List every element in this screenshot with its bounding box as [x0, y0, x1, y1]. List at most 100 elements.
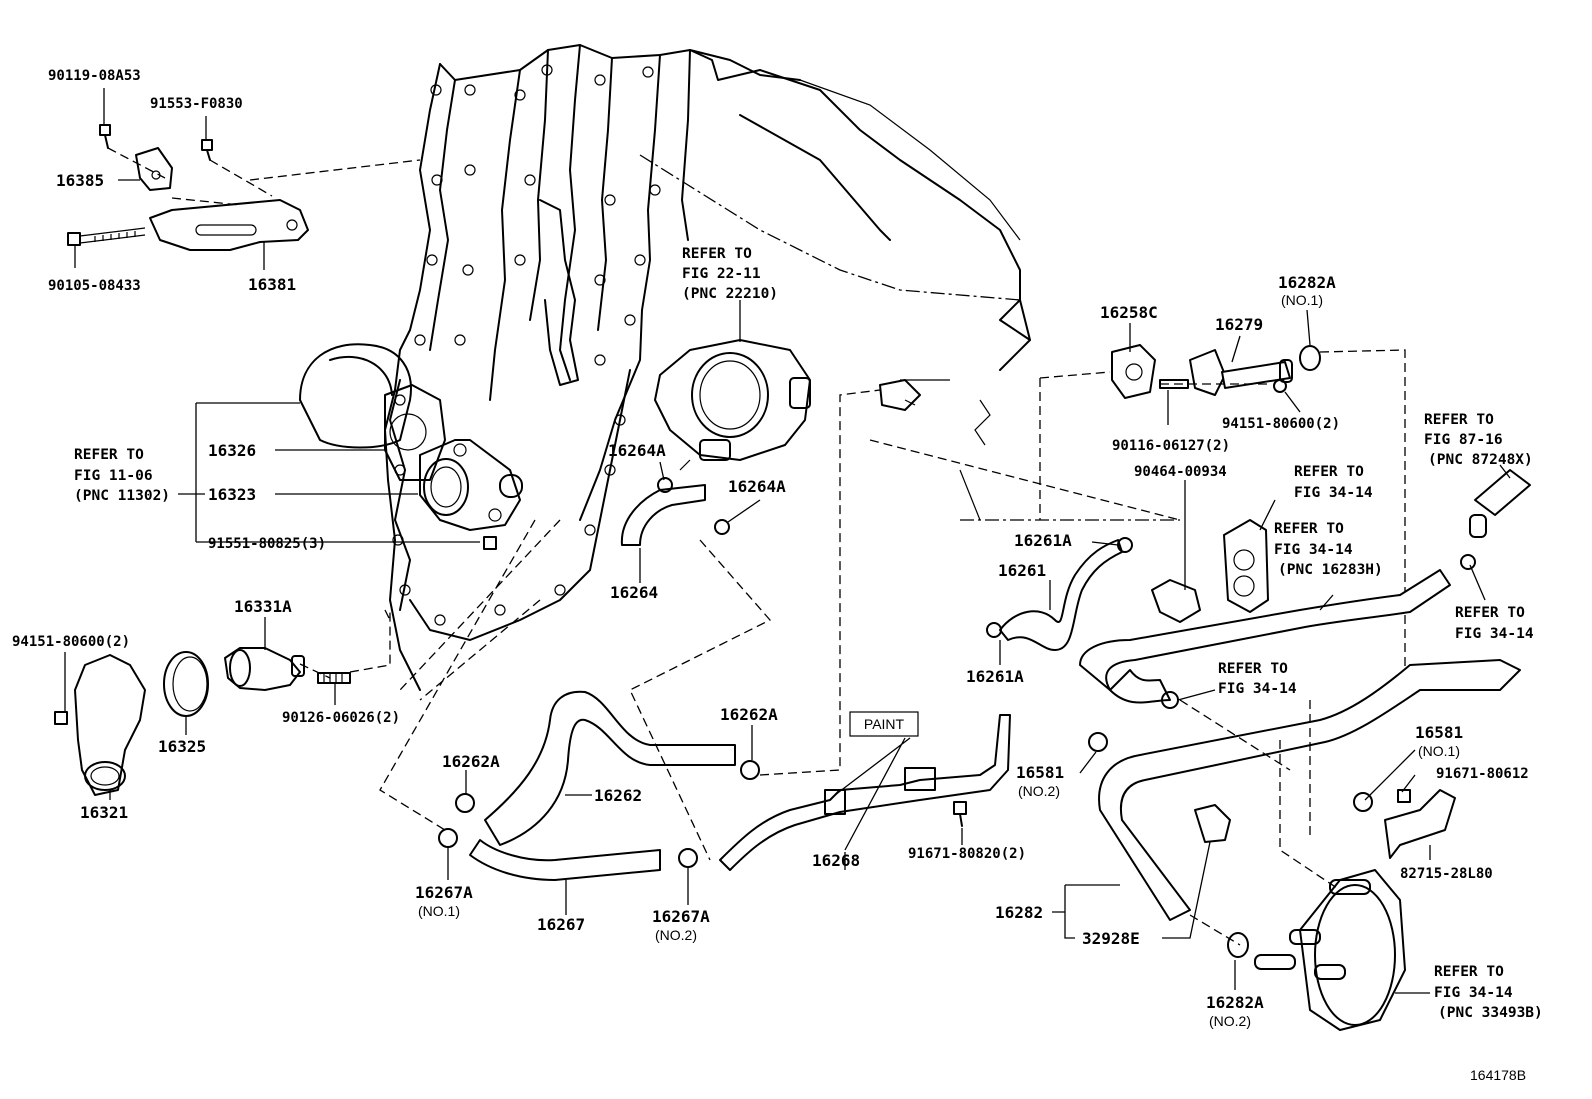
bolt-90105-icon [67, 227, 146, 246]
label-16262a-1: 16262A [720, 705, 778, 724]
clamp-32928e-icon [1194, 804, 1231, 843]
label-16264: 16264 [610, 583, 658, 602]
clamp-16262a-icon [455, 760, 760, 813]
label-16268: 16268 [812, 851, 860, 870]
label-16325: 16325 [158, 737, 206, 756]
bracket-16381-icon [149, 199, 309, 251]
hose-16261-icon [999, 539, 1123, 651]
plate-16385-icon [135, 147, 173, 191]
middle-dash-guides [629, 389, 1181, 861]
pipe-16279-icon [1189, 349, 1293, 396]
label-16282a-2: 16282A [1206, 993, 1264, 1012]
label-16381: 16381 [248, 275, 296, 294]
label-16385: 16385 [56, 171, 104, 190]
label-16267a-1: 16267A [415, 883, 473, 902]
paint-label: PAINT [864, 716, 905, 732]
label-90126-06026: 90126-06026(2) [282, 710, 400, 726]
pipe-16268-icon [719, 714, 1011, 871]
connector-icon [879, 379, 921, 411]
diagram-code: 164178B [1470, 1067, 1526, 1083]
label-16261a-1: 16261A [1014, 531, 1072, 550]
bolt-91551-icon [483, 536, 497, 550]
label-16264a-2: 16264A [728, 477, 786, 496]
water-inlet-group [54, 384, 523, 796]
label-16261: 16261 [998, 561, 1046, 580]
hose-16282-upper-icon [1079, 569, 1451, 691]
nut-94151-icon [1273, 379, 1287, 393]
label-16321: 16321 [80, 803, 128, 822]
timing-chain-cover [299, 44, 1031, 691]
bolt-91553-icon [201, 139, 213, 161]
clamp-16282a-icon [1299, 345, 1321, 371]
label-16581-no1-sub: (NO.1) [1418, 743, 1460, 759]
label-16282a-1-sub: (NO.1) [1281, 292, 1323, 308]
clamp-16264a-icon [657, 477, 730, 535]
housing-16323-icon [419, 439, 521, 531]
refer-22-11-line3: (PNC 22210) [682, 286, 778, 302]
refer-22-11-line1: REFER TO [682, 246, 752, 262]
label-16267a-2-sub: (NO.2) [655, 927, 697, 943]
refer-11-06-line2: FIG 11-06 [74, 468, 153, 484]
cover-16283h-icon [1223, 519, 1269, 613]
hose-16282-bend-icon [1109, 669, 1171, 704]
label-16282a-1: 16282A [1278, 273, 1336, 292]
refer-34-14-e-line2: FIG 34-14 [1434, 985, 1513, 1001]
water-inlet-16321-icon [54, 654, 146, 796]
label-16581-no2: 16581 [1016, 763, 1064, 782]
label-90116-06127: 90116-06127(2) [1112, 438, 1230, 454]
inlet-dash-guides-2 [379, 519, 561, 831]
stud-90126-icon [317, 672, 351, 684]
clamp-90464-icon [1151, 579, 1201, 623]
label-16267a-2: 16267A [652, 907, 710, 926]
label-16267: 16267 [537, 915, 585, 934]
label-94151-80600-right: 94151-80600(2) [1222, 416, 1340, 432]
label-16282a-2-sub: (NO.2) [1209, 1013, 1251, 1029]
refer-notes: REFER TO FIG 11-06 (PNC 11302) REFER TO … [74, 246, 1543, 1021]
bracket-82715-icon [1384, 789, 1456, 859]
label-16323: 16323 [208, 485, 256, 504]
refer-34-14-e-line3: (PNC 33493B) [1438, 1005, 1543, 1021]
label-16262: 16262 [594, 786, 642, 805]
bolt-91671-80612-icon [1397, 789, 1411, 803]
refer-34-14-e-line1: REFER TO [1434, 964, 1504, 980]
bolt-91671-80820-icon [953, 801, 967, 827]
label-91671-80820: 91671-80820(2) [908, 846, 1026, 862]
thermostat-16331a-icon [224, 647, 305, 691]
oil-cooler-33493b-icon [1254, 869, 1406, 1031]
label-16279: 16279 [1215, 315, 1263, 334]
clamp-16581-icon [1088, 732, 1373, 812]
label-91553-f0830: 91553-F0830 [150, 96, 243, 112]
part-labels: 90119-08A53 91553-F0830 16385 90105-0843… [12, 68, 1529, 1029]
cylinder-head-outline [689, 49, 1031, 521]
label-94151-80600-left: 94151-80600(2) [12, 634, 130, 650]
refer-22-11-line2: FIG 22-11 [682, 266, 761, 282]
hose-16267-icon [469, 839, 661, 881]
label-90464-00934: 90464-00934 [1134, 464, 1227, 480]
label-90119-08a53: 90119-08A53 [48, 68, 141, 84]
head-centerline [639, 154, 1021, 301]
inlet-dash-guides [299, 609, 391, 679]
refer-34-14-b-line3: (PNC 16283H) [1278, 562, 1383, 578]
label-16261a-2: 16261A [966, 667, 1024, 686]
label-16258c: 16258C [1100, 303, 1158, 322]
label-16264a-1: 16264A [608, 441, 666, 460]
label-16581-no1: 16581 [1415, 723, 1463, 742]
label-16282: 16282 [995, 903, 1043, 922]
refer-11-06-line1: REFER TO [74, 447, 144, 463]
right-top-dash-guides [1039, 349, 1406, 700]
label-82715-28l80: 82715-28L80 [1400, 866, 1493, 882]
label-16581-no2-sub: (NO.2) [1018, 783, 1060, 799]
gasket-16325-icon [163, 651, 209, 717]
connector-87248x-icon [1469, 469, 1531, 538]
label-91671-80612: 91671-80612 [1436, 766, 1529, 782]
refer-34-14-d-line2: FIG 34-14 [1218, 681, 1297, 697]
label-16267a-1-sub: (NO.1) [418, 903, 460, 919]
refer-34-14-c-line2: FIG 34-14 [1455, 626, 1534, 642]
gasket-16258c-icon [1111, 344, 1156, 399]
bolt-90119-icon [99, 124, 111, 149]
hose-16264-icon [620, 484, 706, 546]
label-91551-80825: 91551-80825(3) [208, 536, 326, 552]
clamp-16282a2-icon [1227, 932, 1249, 958]
refer-34-14-d-line1: REFER TO [1218, 661, 1288, 677]
clamp-fig3414-icon [1460, 554, 1476, 570]
